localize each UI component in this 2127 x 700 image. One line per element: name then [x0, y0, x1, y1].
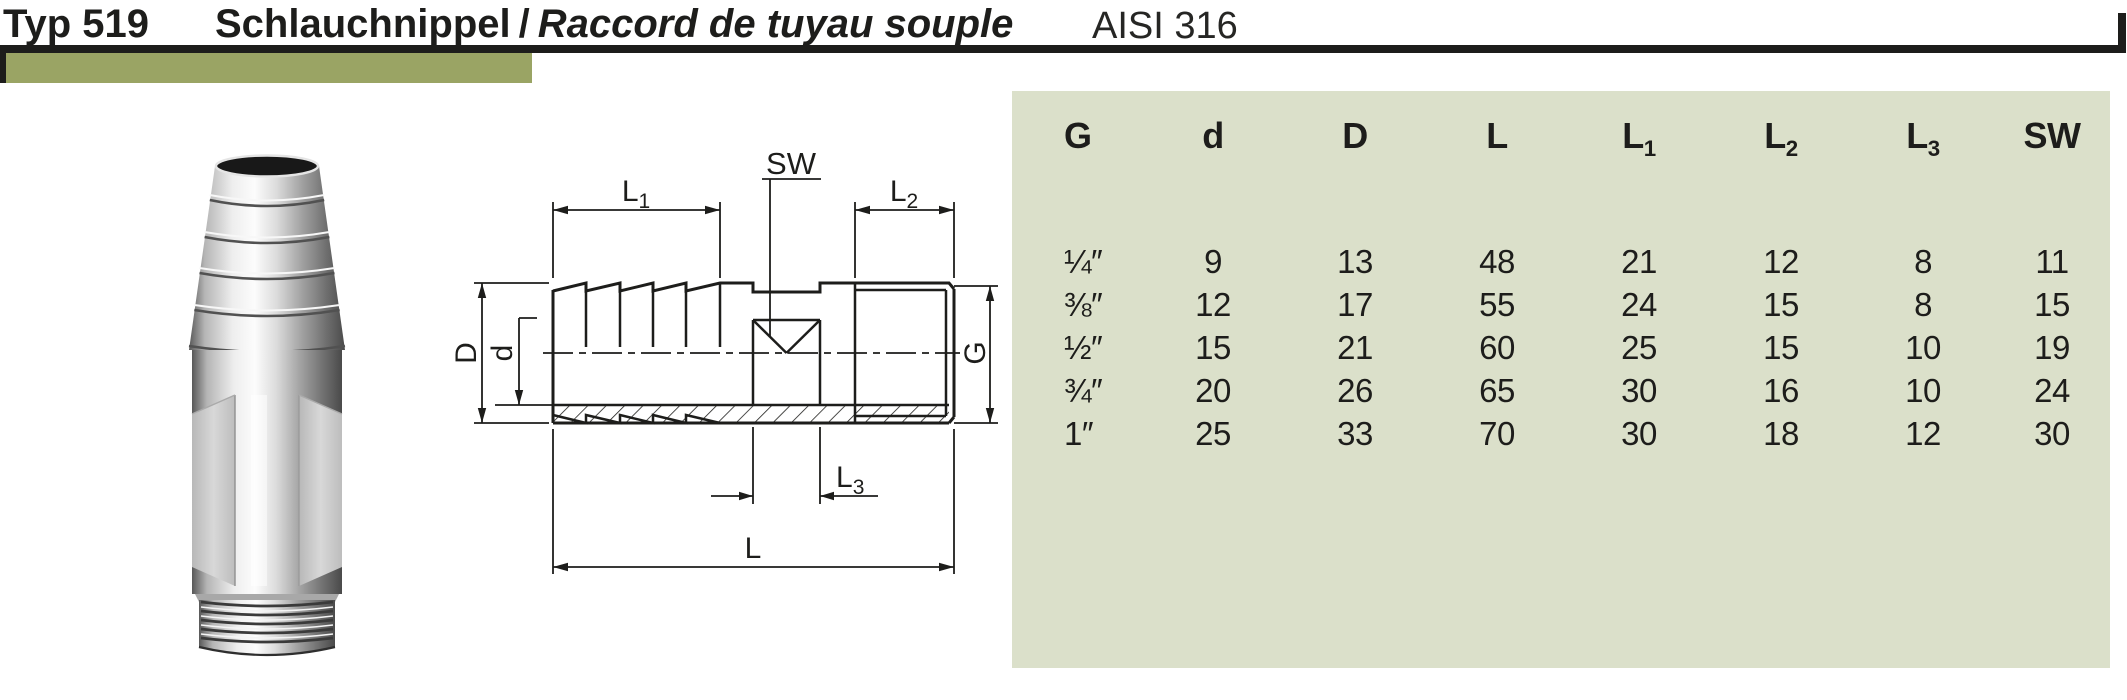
technical-drawing: SW L1 L2 L3 L D d G	[450, 146, 998, 574]
header-rule	[0, 45, 2126, 53]
accent-bar	[6, 53, 532, 83]
table-cell: 18	[1763, 415, 1799, 453]
table-cell: 65	[1479, 372, 1515, 410]
table-cell: ½″	[1064, 329, 1103, 367]
table-cell: 16	[1763, 372, 1799, 410]
table-cell: 24	[2034, 372, 2070, 410]
material-grade: AISI 316	[1092, 5, 1238, 47]
table-cell: 11	[2035, 243, 2069, 281]
table-cell: 30	[1621, 372, 1657, 410]
column-header-d: d	[1202, 115, 1224, 156]
table-cell: 30	[2034, 415, 2070, 453]
table-cell: 12	[1763, 243, 1799, 281]
product-title: Schlauchnippel/Raccord de tuyau souple	[215, 2, 1013, 47]
table-cell: 9	[1204, 243, 1222, 281]
dim-label-d-inner: d	[486, 345, 519, 362]
table-cell: ¼″	[1064, 243, 1103, 281]
table-cell: ¾″	[1064, 372, 1103, 410]
thread-section	[195, 594, 339, 657]
dim-label-sw: SW	[766, 146, 817, 181]
table-cell: 48	[1479, 243, 1515, 281]
dimension-arrowheads	[477, 205, 995, 572]
dim-label-l3: L3	[836, 461, 864, 499]
column-header-l3: L3	[1906, 115, 1940, 162]
table-cell: 26	[1337, 372, 1373, 410]
table-cell: ⅜″	[1064, 286, 1103, 324]
column-header-dd: D	[1342, 115, 1368, 156]
table-row: ⅜″ 12 17 55 24 15 8 15	[1012, 283, 2110, 326]
column-header-l2: L2	[1764, 115, 1798, 162]
table-cell: 8	[1914, 243, 1932, 281]
table-cell: 30	[1621, 415, 1657, 453]
table-cell: 55	[1479, 286, 1515, 324]
dim-label-g: G	[959, 341, 992, 364]
product-photo	[188, 154, 346, 657]
table-cell: 12	[1195, 286, 1231, 324]
product-title-german: Schlauchnippel	[215, 2, 511, 46]
column-header-l1: L1	[1622, 115, 1656, 162]
column-header-sw: SW	[2023, 115, 2082, 156]
table-cell: 60	[1479, 329, 1515, 367]
accent-bar-left-cap	[0, 45, 6, 83]
table-cell: 21	[1337, 329, 1373, 367]
table-cell: 25	[1195, 415, 1231, 453]
table-cell: 8	[1914, 286, 1932, 324]
table-cell: 10	[1905, 372, 1941, 410]
table-cell: 15	[2034, 286, 2070, 324]
dim-label-l: L	[745, 532, 762, 565]
title-separator: /	[518, 2, 530, 46]
table-header-row: G d D L L1 L2 L3 SW	[1012, 91, 2110, 170]
dimension-table: G d D L L1 L2 L3 SW ¼″ 9 13 48 21 12 8 11 ⅜″ 12 17…	[1012, 91, 2110, 668]
table-cell: 15	[1763, 329, 1799, 367]
table-row: ¼″ 9 13 48 21 12 8 11	[1012, 240, 2110, 283]
column-header-g: G	[1064, 115, 1092, 156]
table-cell: 70	[1479, 415, 1515, 453]
dimension-lines	[474, 178, 998, 574]
table-row: 1″ 25 33 70 30 18 12 30	[1012, 412, 2110, 455]
table-cell: 13	[1337, 243, 1373, 281]
table-cell: 24	[1621, 286, 1657, 324]
type-label: Typ 519	[3, 2, 149, 46]
table-cell: 15	[1763, 286, 1799, 324]
table-cell: 1″	[1064, 415, 1094, 453]
section-hatch	[553, 405, 949, 423]
dim-label-l1: L1	[622, 175, 650, 213]
table-row: ¾″ 20 26 65 30 16 10 24	[1012, 369, 2110, 412]
table-cell: 20	[1195, 372, 1231, 410]
table-cell: 15	[1195, 329, 1231, 367]
table-cell: 10	[1905, 329, 1941, 367]
table-cell: 25	[1621, 329, 1657, 367]
hose-barb-section	[188, 154, 346, 354]
header-rule-right-cap	[2118, 13, 2126, 53]
dim-label-l2: L2	[890, 175, 918, 213]
hex-body-section	[191, 350, 343, 594]
table-cell: 33	[1337, 415, 1373, 453]
dim-label-d-outer: D	[450, 342, 483, 364]
product-title-french: Raccord de tuyau souple	[537, 2, 1014, 46]
column-header-l: L	[1486, 115, 1508, 156]
table-row: ½″ 15 21 60 25 15 10 19	[1012, 326, 2110, 369]
table-cell: 21	[1621, 243, 1657, 281]
table-cell: 12	[1905, 415, 1941, 453]
table-cell: 19	[2034, 329, 2070, 367]
table-cell: 17	[1337, 286, 1373, 324]
